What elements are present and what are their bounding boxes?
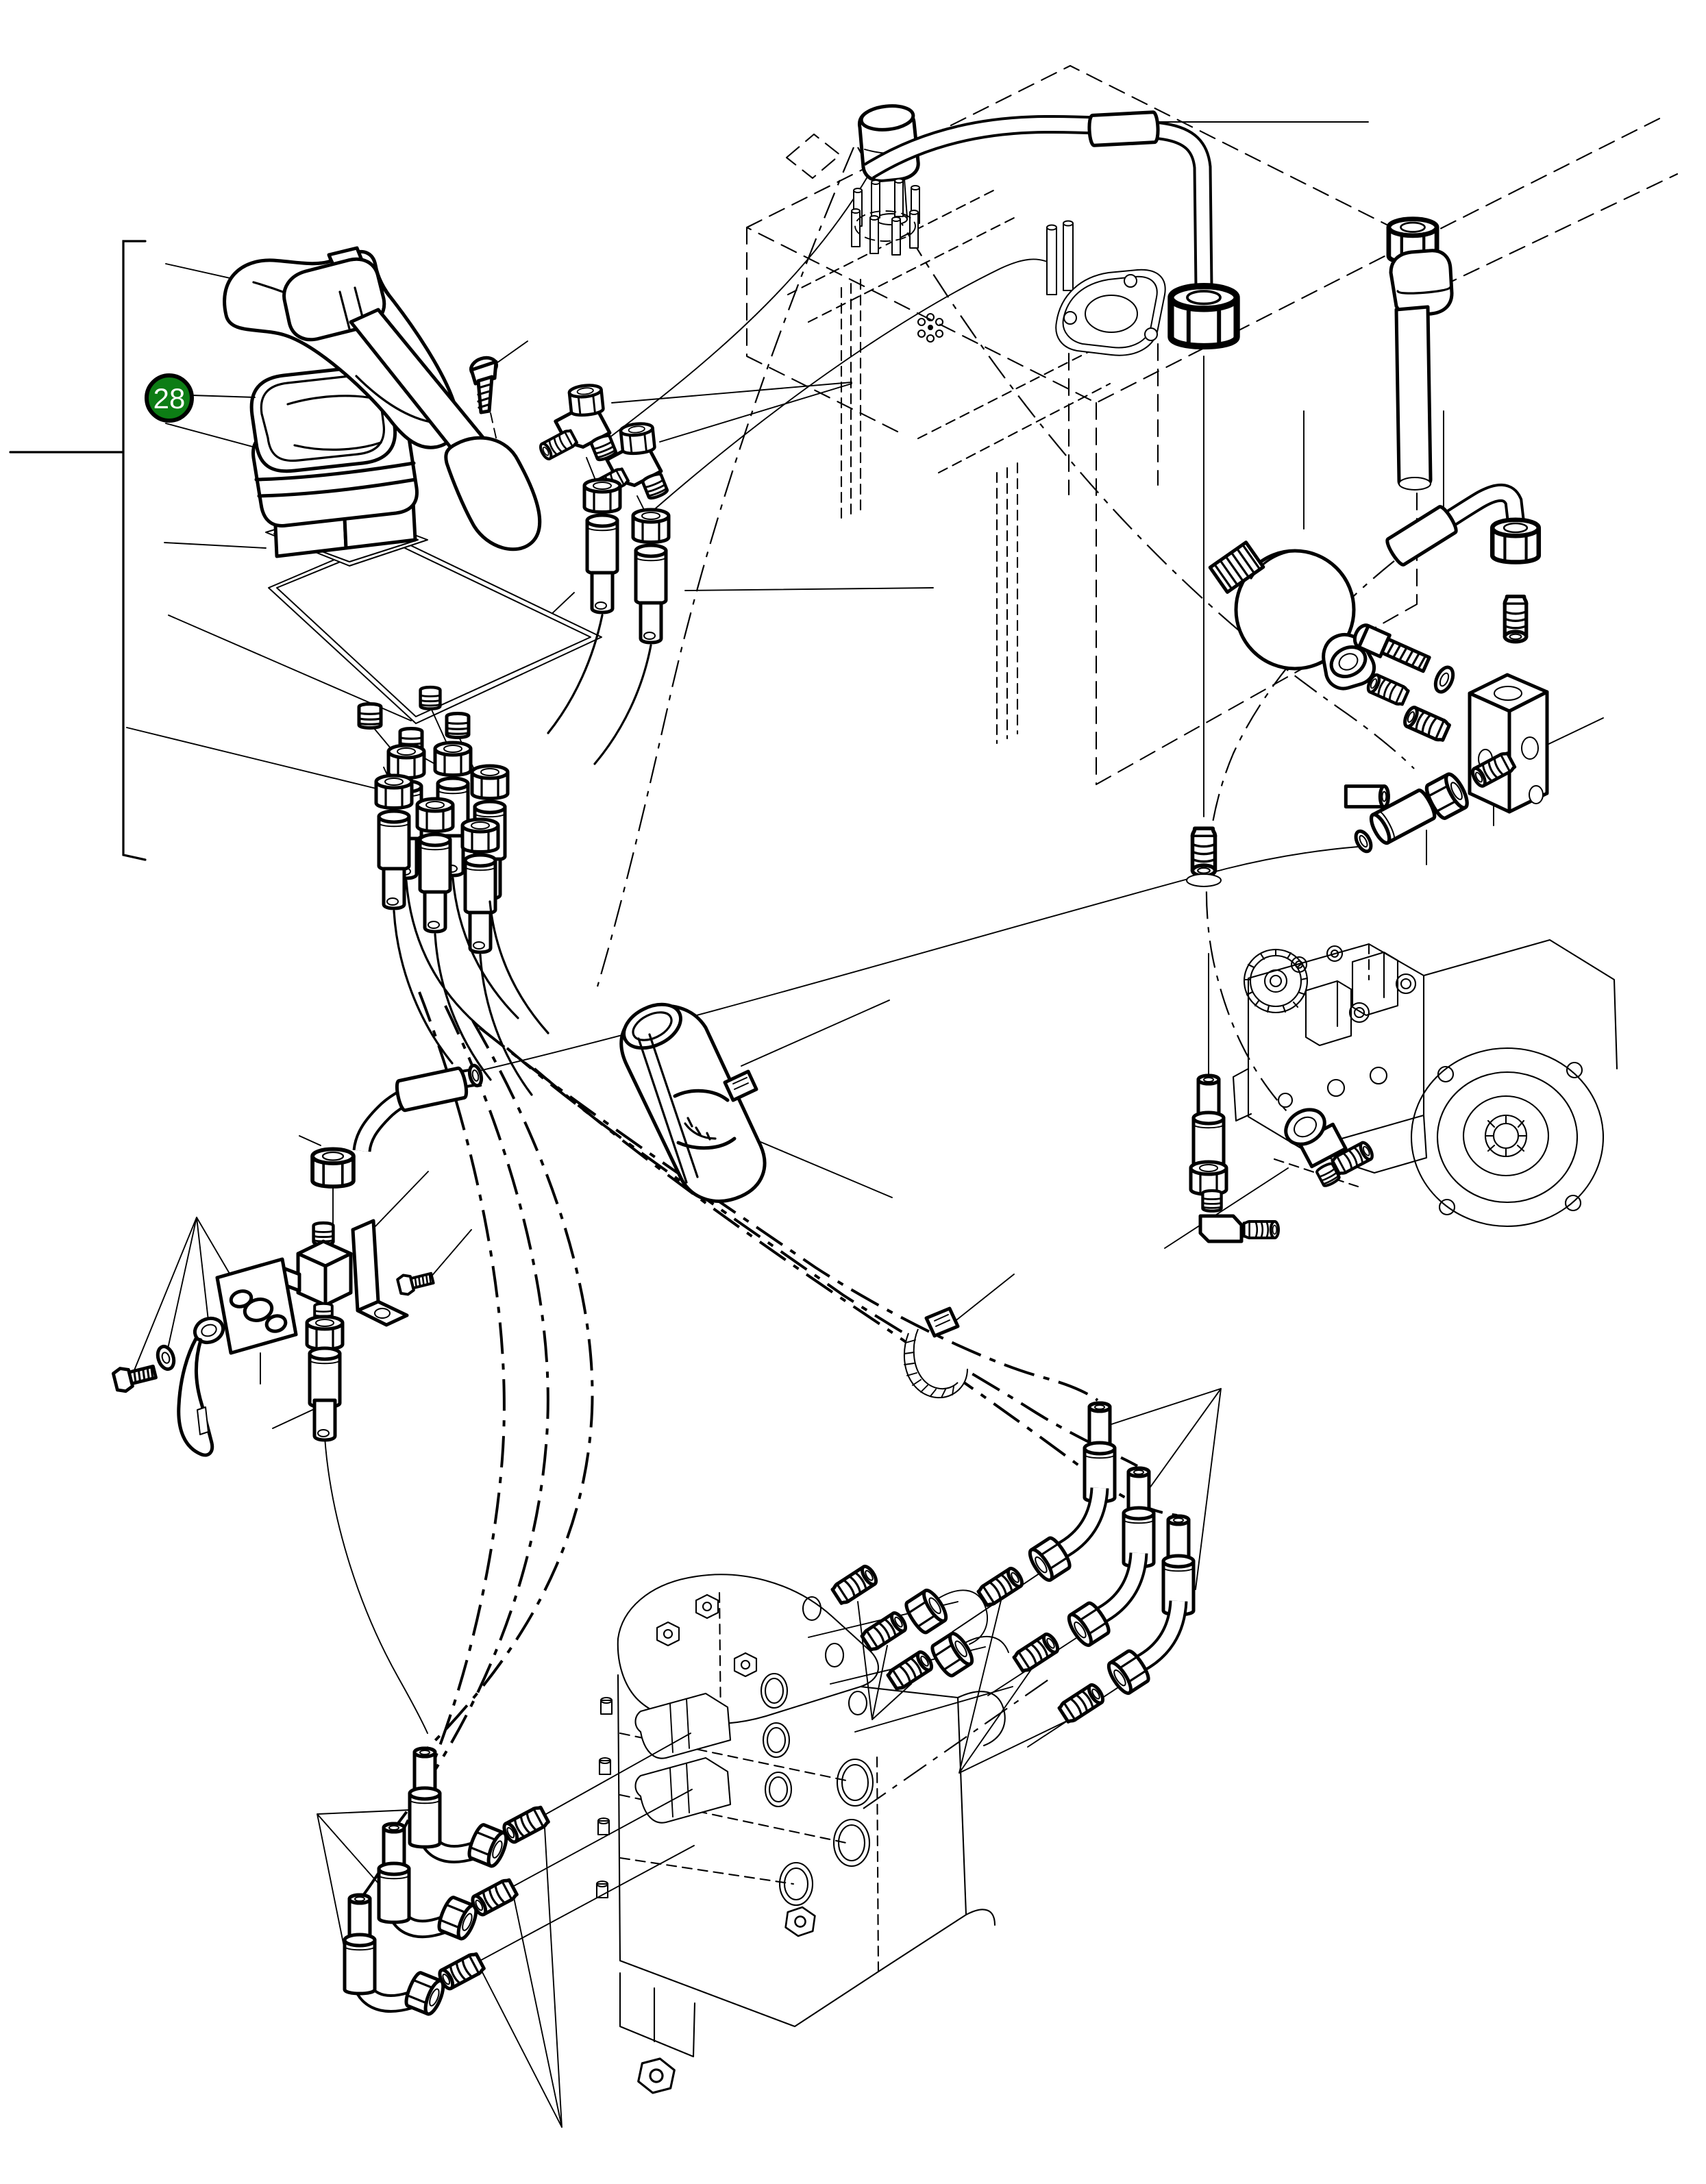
accumulator-hose	[1385, 483, 1539, 641]
plug-fitting	[1365, 673, 1409, 706]
accumulator-manifold-parts	[1337, 623, 1549, 854]
hose-elbow-3	[345, 1895, 485, 2016]
mounting-bolt	[469, 356, 499, 414]
assembly-bracket	[9, 240, 412, 861]
valve-adapters	[831, 1564, 976, 1691]
bracket-bolt	[112, 1361, 157, 1393]
hose-elbows-bottom-left	[345, 1748, 549, 2016]
hose-routes	[9, 121, 1604, 2128]
hose-ends-top	[547, 480, 669, 765]
joystick-lever	[282, 257, 542, 551]
cable-clamp-ring	[903, 1306, 968, 1399]
spacer-plate	[215, 1257, 298, 1355]
accumulator	[1208, 541, 1376, 691]
hose-elbow-b	[1013, 1468, 1154, 1674]
hose-elbow-a	[977, 1403, 1115, 1608]
pilot-valve-block	[1468, 673, 1549, 814]
joystick-port-fittings	[376, 743, 508, 952]
hose-elbow-2	[379, 1824, 518, 1941]
pilot-hose-elbow	[312, 1063, 484, 1226]
bolt-hole-pattern	[917, 312, 944, 343]
washer	[1433, 665, 1455, 694]
hose-elbow-1	[410, 1748, 549, 1868]
pump-elbow-fitting	[1198, 1191, 1278, 1243]
callout-28-circle	[145, 373, 194, 423]
joystick-assembly	[223, 246, 602, 1096]
mounting-bracket-l	[351, 1219, 409, 1327]
bracket-washer	[156, 1344, 176, 1372]
callout-28-number: 28	[153, 382, 186, 414]
hose-elbow-c	[1058, 1516, 1194, 1724]
tank-flange-plate	[1055, 269, 1166, 356]
pump-fittings	[1191, 1076, 1375, 1243]
adapter-fitting	[1402, 705, 1451, 743]
socket-bolt	[1352, 623, 1431, 673]
pump-tee-fitting	[1284, 1108, 1374, 1187]
callout-28[interactable]: 28	[145, 373, 256, 423]
hydraulic-pump	[1232, 939, 1618, 1228]
tank-elbow-fitting	[1389, 219, 1454, 491]
pilot-tee-assembly	[112, 1063, 484, 1457]
protective-sleeve	[619, 1002, 767, 1203]
hose-elbows-bottom-right	[977, 1403, 1194, 1724]
clamp-lever	[177, 1316, 225, 1457]
sleeve-clamp	[684, 1069, 758, 1141]
pump-hose-end	[1191, 1076, 1226, 1195]
tank-studs	[851, 178, 1074, 295]
tank-return-hose	[863, 110, 1237, 887]
bracket-screw	[397, 1269, 434, 1296]
tee-hose-end	[307, 1317, 343, 1440]
elbow-fittings-top	[521, 373, 684, 516]
